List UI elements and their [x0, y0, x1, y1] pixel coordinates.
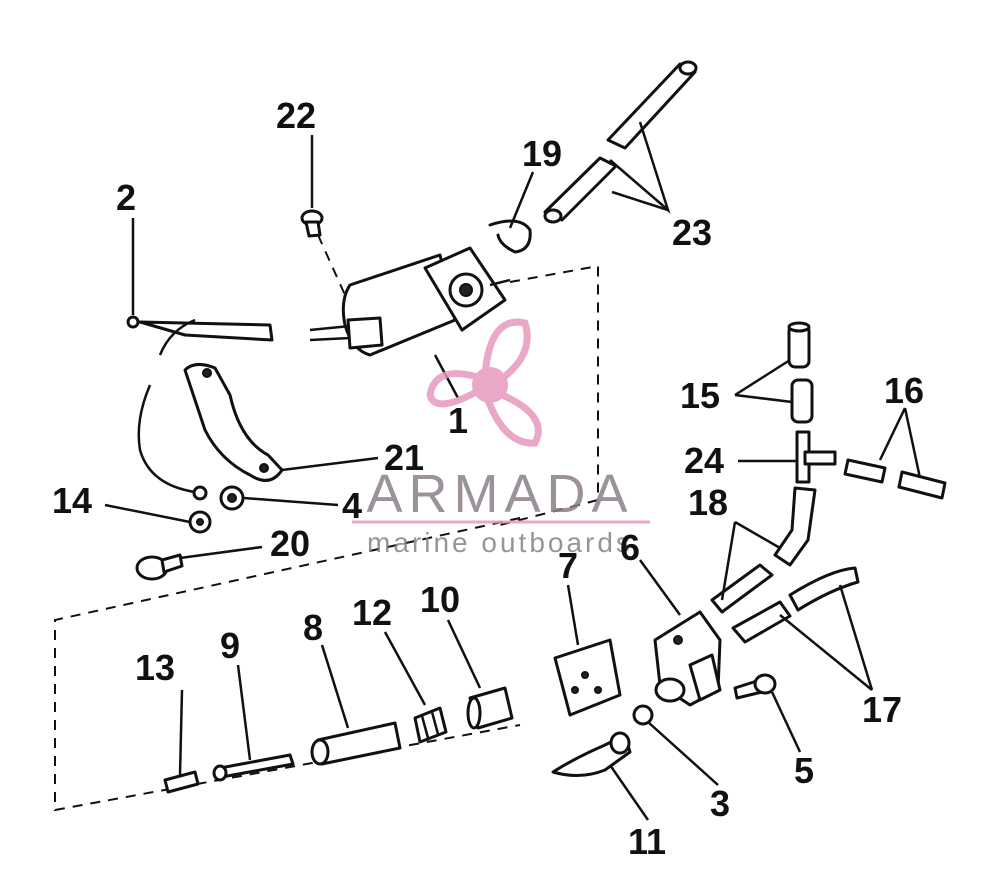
part-22-bolt	[300, 209, 324, 238]
propeller-icon	[426, 318, 542, 447]
leader-lines	[104, 121, 922, 821]
callout-11: 11	[628, 821, 666, 862]
part-6-fuel-pump	[653, 610, 722, 707]
bolt-22-axis	[317, 234, 346, 296]
part-14-star-washer	[188, 510, 212, 534]
callout-23: 23	[672, 212, 712, 253]
part-10-bearing	[466, 686, 514, 730]
part-3-o-ring	[632, 704, 654, 726]
part-19-clip	[488, 219, 532, 254]
part-11-filter	[551, 731, 632, 777]
callout-16: 16	[884, 370, 924, 411]
part-24-tee-fitting	[795, 430, 837, 484]
part-16-hoses	[843, 458, 947, 500]
part-2-wire-lead	[126, 315, 274, 356]
callout-4: 4	[342, 485, 362, 526]
callout-10: 10	[420, 579, 460, 620]
upper-group-outline	[499, 264, 599, 526]
callout-14: 14	[52, 480, 92, 521]
part-7-diaphragm	[553, 638, 622, 717]
watermark-tagline: marine outboards	[367, 527, 633, 558]
part-18-hoses	[710, 486, 817, 614]
part-5-screw	[733, 673, 777, 700]
part-9-pin	[212, 753, 295, 782]
callout-5: 5	[794, 750, 814, 791]
part-15-hoses	[787, 321, 814, 424]
callout-2: 2	[116, 177, 136, 218]
callout-24: 24	[684, 440, 724, 481]
part-20-screw	[135, 553, 184, 581]
lower-group-outline	[54, 517, 521, 812]
callout-6: 6	[620, 527, 640, 568]
callout-1: 1	[448, 400, 468, 441]
part-23-hoses	[543, 60, 698, 224]
part-12-spring	[413, 706, 448, 744]
callout-18: 18	[688, 482, 728, 523]
callout-13: 13	[135, 647, 175, 688]
part-1-motor	[309, 246, 511, 357]
callout-9: 9	[220, 625, 240, 666]
callout-15: 15	[680, 375, 720, 416]
part-17-hoses	[731, 566, 860, 644]
part-8-plunger	[310, 721, 402, 766]
part-21-clamp	[183, 363, 284, 482]
callout-19: 19	[522, 133, 562, 174]
watermark-brand: ARMADA	[366, 464, 633, 524]
callout-22: 22	[276, 95, 316, 136]
callout-3: 3	[710, 783, 730, 824]
part-4-ground-wire	[137, 384, 245, 511]
callout-17: 17	[862, 689, 902, 730]
callout-12: 12	[352, 592, 392, 633]
callout-8: 8	[303, 607, 323, 648]
callout-20: 20	[270, 523, 310, 564]
watermark: ARMADA marine outboards	[352, 318, 650, 558]
part-13-spring	[163, 770, 200, 794]
callout-labels: 1 2 3 4 5 6 7 8 9 10 11 12 13 14 15 16 1…	[52, 95, 924, 862]
callout-7: 7	[558, 545, 578, 586]
callout-21: 21	[384, 437, 424, 478]
